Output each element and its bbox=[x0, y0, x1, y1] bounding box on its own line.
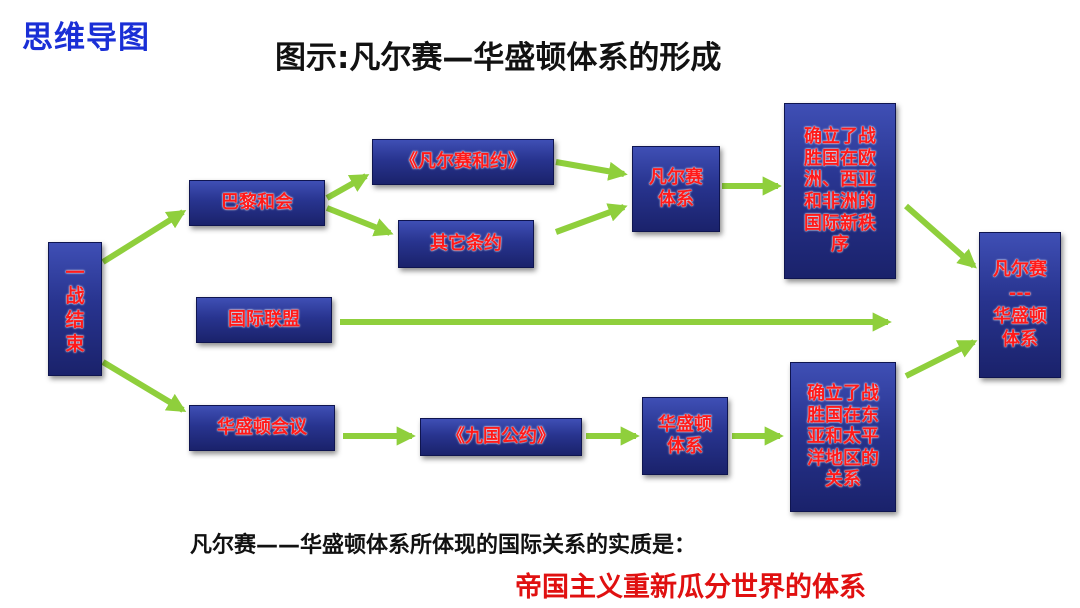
arrow-europe-order-to-final bbox=[904, 203, 977, 269]
node-league-of-nations: 国际联盟 bbox=[196, 297, 332, 343]
node-versailles-treaty: 《凡尔赛和约》 bbox=[372, 139, 554, 185]
essence-answer: 帝国主义重新瓜分世界的体系 bbox=[515, 572, 866, 603]
node-versailles-system: 凡尔赛 体系 bbox=[632, 146, 720, 232]
node-war-end: 一 战 结 束 bbox=[48, 242, 102, 376]
arrow-root-to-paris bbox=[101, 209, 187, 265]
node-other-treaties: 其它条约 bbox=[398, 220, 534, 268]
node-versailles-washington-system: 凡尔赛 --- 华盛顿 体系 bbox=[979, 232, 1061, 378]
node-asia-order: 确立了战 胜国在东 亚和太平 洋地区的 关系 bbox=[790, 362, 896, 512]
mind-map-label: 思维导图 bbox=[22, 20, 150, 56]
node-washington-conference: 华盛顿会议 bbox=[189, 405, 335, 451]
arrow-paris-to-other-treaties bbox=[325, 205, 394, 237]
arrow-versailles-treaty-to-system bbox=[555, 159, 628, 181]
node-nine-power-treaty: 《九国公约》 bbox=[420, 418, 582, 456]
arrow-root-to-washington-conf bbox=[101, 359, 187, 413]
page-title: 图示:凡尔赛—华盛顿体系的形成 bbox=[275, 40, 722, 76]
arrow-other-treaties-to-system bbox=[554, 203, 628, 235]
node-paris-conference: 巴黎和会 bbox=[189, 180, 325, 226]
arrow-paris-to-versailles-treaty bbox=[325, 173, 370, 201]
essence-question: 凡尔赛——华盛顿体系所体现的国际关系的实质是： bbox=[190, 533, 697, 558]
node-washington-system: 华盛顿 体系 bbox=[642, 397, 728, 475]
arrow-asia-order-to-final bbox=[904, 339, 978, 379]
node-europe-order: 确立了战 胜国在欧 洲、西亚 和非洲的 国际新秩 序 bbox=[784, 103, 896, 279]
